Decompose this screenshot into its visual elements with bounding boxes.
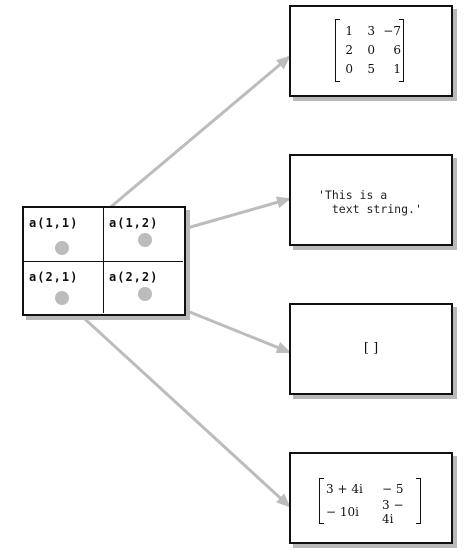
matrix-cell: 3 − 4i [382, 498, 404, 526]
cell-a22: a(2,2) [104, 262, 183, 313]
matrix-row: 1 3 −7 [339, 21, 405, 40]
cell-a12: a(1,2) [104, 208, 183, 262]
arrow-to-complex-matrix [60, 296, 291, 508]
matrix-cell: 5 [367, 61, 375, 76]
matrix-row: − 10i 3 − 4i [322, 498, 422, 526]
text-string: 'This is a text string.' [318, 188, 422, 216]
matrix-cell: 1 [345, 23, 353, 38]
cell-label: a(1,1) [29, 216, 79, 230]
right-bracket [399, 19, 404, 82]
cell-a11: a(1,1) [24, 208, 104, 262]
cell-array: a(1,1) a(1,2) a(2,1) a(2,2) [22, 206, 186, 316]
matrix-cell: 3 + 4i [326, 481, 363, 496]
cell-a21: a(2,1) [24, 262, 104, 313]
matrix-cell: −7 [383, 23, 401, 38]
cell-label: a(2,2) [109, 270, 159, 284]
matrix-cell: − 10i [326, 505, 359, 519]
matrix-cell: 2 [345, 42, 353, 57]
matrix-cell: 0 [345, 61, 353, 76]
text-line: text string.' [331, 202, 422, 216]
complex-matrix-box: 3 + 4i − 5 − 10i 3 − 4i [289, 452, 453, 544]
matrix-cell: 3 [367, 23, 375, 38]
matrix-row: 3 + 4i − 5 [322, 479, 422, 498]
text-string-box: 'This is a text string.' [289, 154, 453, 246]
text-line: 'This is a [318, 188, 388, 202]
matrix-row: 0 5 1 [339, 59, 405, 78]
left-bracket [319, 478, 324, 524]
empty-array: [ ] [363, 341, 379, 356]
matrix-cell: 1 [393, 61, 401, 76]
empty-array-box: [ ] [289, 303, 453, 395]
complex-matrix: 3 + 4i − 5 − 10i 3 − 4i [322, 479, 422, 527]
matrix-cell: 6 [393, 42, 401, 57]
right-bracket [416, 478, 421, 524]
cell-label: a(1,2) [109, 216, 159, 230]
cell-label: a(2,1) [29, 270, 79, 284]
numeric-matrix: 1 3 −7 2 0 6 0 5 1 [339, 21, 405, 78]
numeric-matrix-box: 1 3 −7 2 0 6 0 5 1 [289, 5, 453, 97]
matrix-row: 2 0 6 [339, 40, 405, 59]
matrix-cell: − 5 [382, 481, 404, 496]
matrix-cell: 0 [367, 42, 375, 57]
left-bracket [335, 19, 340, 82]
